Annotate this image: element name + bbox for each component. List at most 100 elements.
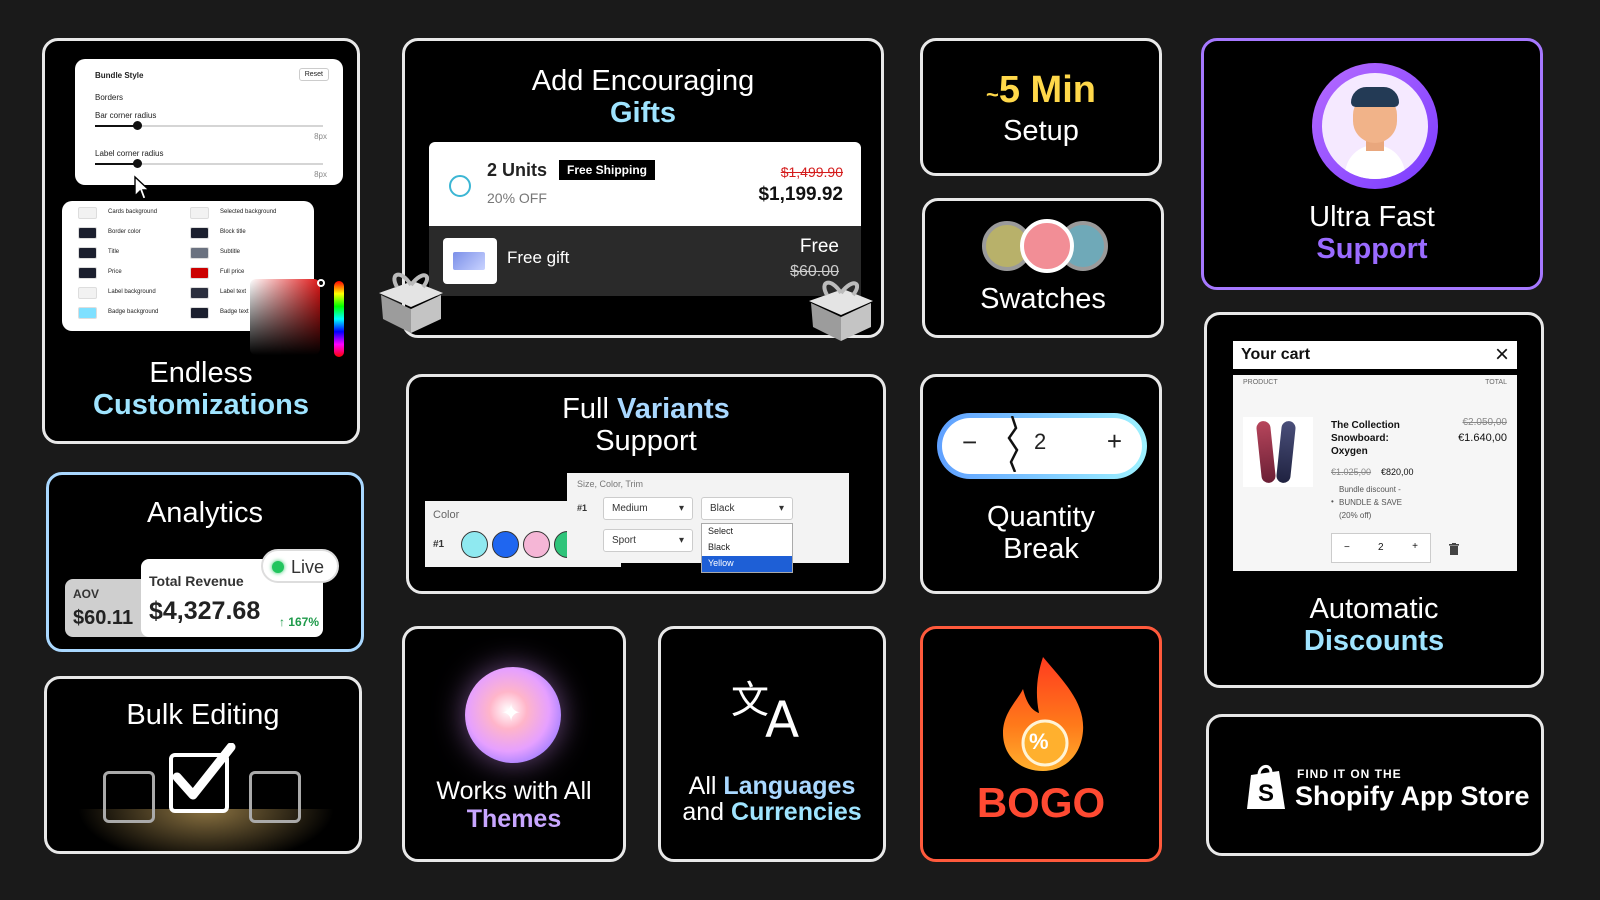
checkbox-checked[interactable] [169,743,236,813]
unit-old-price: €1.025,00 [1331,467,1372,477]
cursor-icon [134,175,151,200]
percent-badge: % [1029,729,1049,754]
panel-header: Bundle Style [95,71,144,80]
support-title: Ultra Fast Support [1204,201,1540,265]
slider2-label: Label corner radius [95,149,164,158]
aov-value: $60.11 [73,607,134,629]
languages-card: 文 A All Languages and Currencies [658,626,886,862]
color-label: Full price [220,269,245,275]
color-swatch[interactable] [190,227,209,239]
title-line2: Themes [466,805,562,833]
radio-button[interactable] [449,175,471,197]
product-name[interactable]: The Collection Snowboard: Oxygen [1331,420,1400,457]
color-swatch[interactable] [78,267,97,279]
title-line2: Customizations [93,389,309,421]
color-swatch[interactable] [78,227,97,239]
plus-button[interactable]: + [1106,426,1122,456]
gifts-card: Add Encouraging Gifts 2 Units Free Shipp… [379,38,884,341]
borders-label: Borders [95,93,124,102]
hue-slider[interactable] [334,281,344,357]
cart-plus-button[interactable]: + [1412,541,1418,552]
quantity-card: − 2 + Quantity Break [920,374,1162,594]
size-select[interactable]: Medium▾ [603,497,693,520]
color-label: Label text [220,289,247,295]
growth-label: ↑ 167% [278,615,319,629]
color-label: Badge text [220,309,249,315]
gift-old-price: $60.00 [790,263,839,280]
free-gift-row: Free gift Free $60.00 [429,226,861,296]
variants-title: Full Variants Support [409,393,883,457]
shopify-card[interactable]: S FIND IT ON THE Shopify App Store [1206,714,1544,856]
color-row-label: #1 [433,539,445,550]
cart-minus-button[interactable]: − [1344,542,1350,553]
dropdown-option[interactable]: Select [708,526,734,536]
color-swatch[interactable] [190,267,209,279]
bundle-offer[interactable]: 2 Units Free Shipping 20% OFF $1,499.90 … [429,142,861,296]
shopify-bag-icon: S [1247,765,1285,809]
color-swatch[interactable] [78,287,97,299]
dropdown-option-selected[interactable]: Yellow [702,556,792,572]
revenue-value: $4,327.68 [149,597,261,625]
title-line2: Discounts [1303,625,1445,657]
color-dropdown-list: Select Black Yellow [701,523,793,573]
color-swatch[interactable] [78,307,97,319]
line1-part2: Languages [723,772,856,800]
slider2-knob[interactable] [133,159,142,168]
trash-icon[interactable] [1449,543,1459,555]
chevron-down-icon: ▾ [678,535,684,546]
color-swatch[interactable] [190,247,209,259]
col-product: PRODUCT [1243,379,1278,386]
old-price: $1,499.90 [780,164,843,180]
slider1-knob[interactable] [133,121,142,130]
color-swatch[interactable] [190,207,209,219]
color-label: Label background [108,289,156,295]
title-line1: Endless [149,357,253,389]
shopify-big-text: Shopify App Store [1295,781,1530,811]
swatch-2-selected[interactable] [1020,219,1074,273]
tag-icon: • [1331,497,1334,506]
slider1-value: 8px [314,132,327,141]
variant-color-option[interactable] [461,531,488,558]
slider2-value: 8px [314,170,327,179]
checkbox-unchecked-left[interactable] [103,771,155,823]
reset-button[interactable]: Reset [298,68,329,81]
color-label: Subtitle [220,249,241,255]
color-swatch[interactable] [78,247,97,259]
chevron-down-icon: ▾ [678,503,684,514]
color-swatch[interactable] [190,287,209,299]
variant-color-option[interactable] [523,531,550,558]
languages-title: All Languages and Currencies [661,773,883,825]
slider1-track[interactable] [95,125,323,127]
variant-color-option[interactable] [492,531,519,558]
checkbox-unchecked-right[interactable] [249,771,301,823]
color-label: Block title [220,229,246,235]
dropdown-option[interactable]: Black [708,542,731,552]
color-swatch[interactable] [78,207,97,219]
color-label: Price [108,269,122,275]
slider2-track[interactable] [95,163,323,165]
color-swatch[interactable] [190,307,209,319]
live-dot-icon [272,561,284,573]
title-line2: Gifts [609,97,677,129]
color-select-value: Black [710,503,735,514]
panel-label: Size, Color, Trim [577,479,644,489]
picker-handle[interactable] [317,279,325,287]
cart-qty-value: 2 [1378,542,1384,553]
product-new-price: €1.640,00 [1458,432,1507,444]
color-label: Title [108,249,120,255]
title-line1: Ultra Fast [1309,201,1435,233]
title-line2: Break [1003,533,1079,565]
analytics-card: Analytics AOV $60.11 Total Revenue $4,32… [46,472,364,652]
swatches-card: Swatches [922,198,1164,338]
close-icon[interactable]: × [1494,341,1509,368]
customizations-title: Endless Customizations [45,357,357,421]
title-line2: Support [595,425,697,457]
gift-box-icon-right [809,280,873,341]
minus-button[interactable]: − [962,427,978,457]
color-select[interactable]: Black▾ [701,497,793,520]
trim-select[interactable]: Sport▾ [603,529,693,552]
gift-label: Free gift [507,248,570,267]
analytics-title: Analytics [146,497,264,529]
live-badge: Live [261,549,339,583]
color-picker[interactable] [250,279,320,355]
